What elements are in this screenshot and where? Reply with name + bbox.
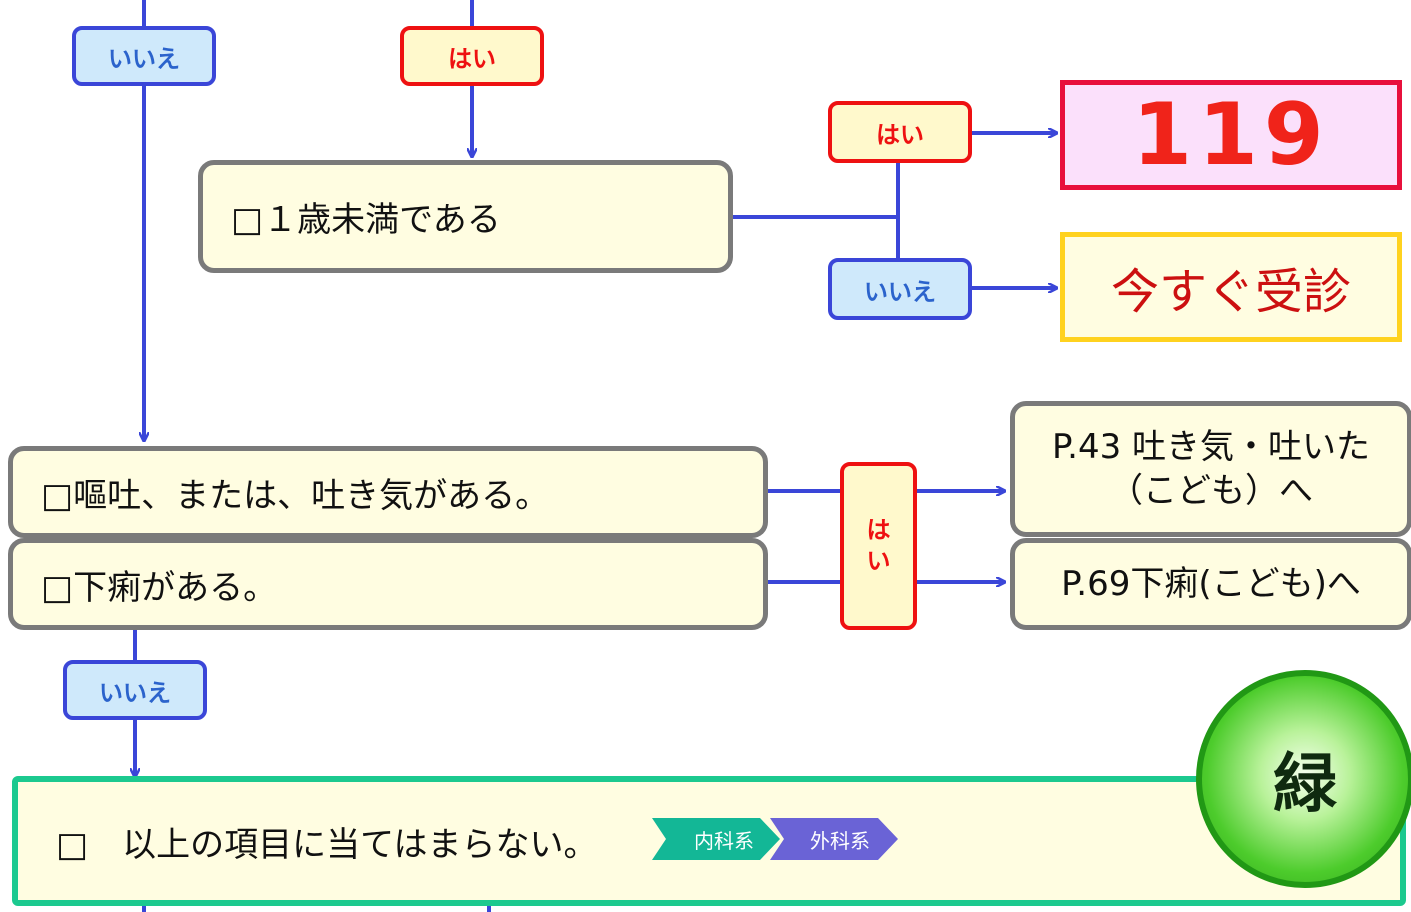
result-text: □ 以上の項目に当てはまらない。	[56, 824, 598, 865]
see-doctor-now: 今すぐ受診	[1060, 232, 1402, 342]
page-43-link[interactable]: P.43 吐き気・吐いた （こども）へ	[1010, 401, 1411, 537]
yes-label-symptoms: は い	[840, 462, 917, 630]
tag-surgery: 外科系	[810, 828, 870, 853]
yes-label-top: はい	[400, 26, 544, 86]
internal-tag-shape	[652, 818, 780, 860]
no-label-top-left: いいえ	[72, 26, 216, 86]
emergency-119: 119	[1060, 80, 1402, 190]
green-level-badge: 緑	[1196, 670, 1411, 888]
question-under-one: □１歳未満である	[198, 160, 733, 273]
question-vomit: □嘔吐、または、吐き気がある。	[8, 446, 768, 538]
surgical-tag-shape	[770, 818, 898, 860]
department-tags	[652, 818, 898, 860]
green-label: 緑	[1273, 748, 1337, 822]
yes-label-under-one: はい	[828, 101, 972, 163]
tag-internal-medicine: 内科系	[694, 828, 754, 853]
no-label-bottom: いいえ	[63, 660, 207, 720]
page-69-link[interactable]: P.69下痢(こども)へ	[1010, 538, 1411, 630]
question-diarrhea: □下痢がある。	[8, 538, 768, 630]
no-label-under-one: いいえ	[828, 258, 972, 320]
